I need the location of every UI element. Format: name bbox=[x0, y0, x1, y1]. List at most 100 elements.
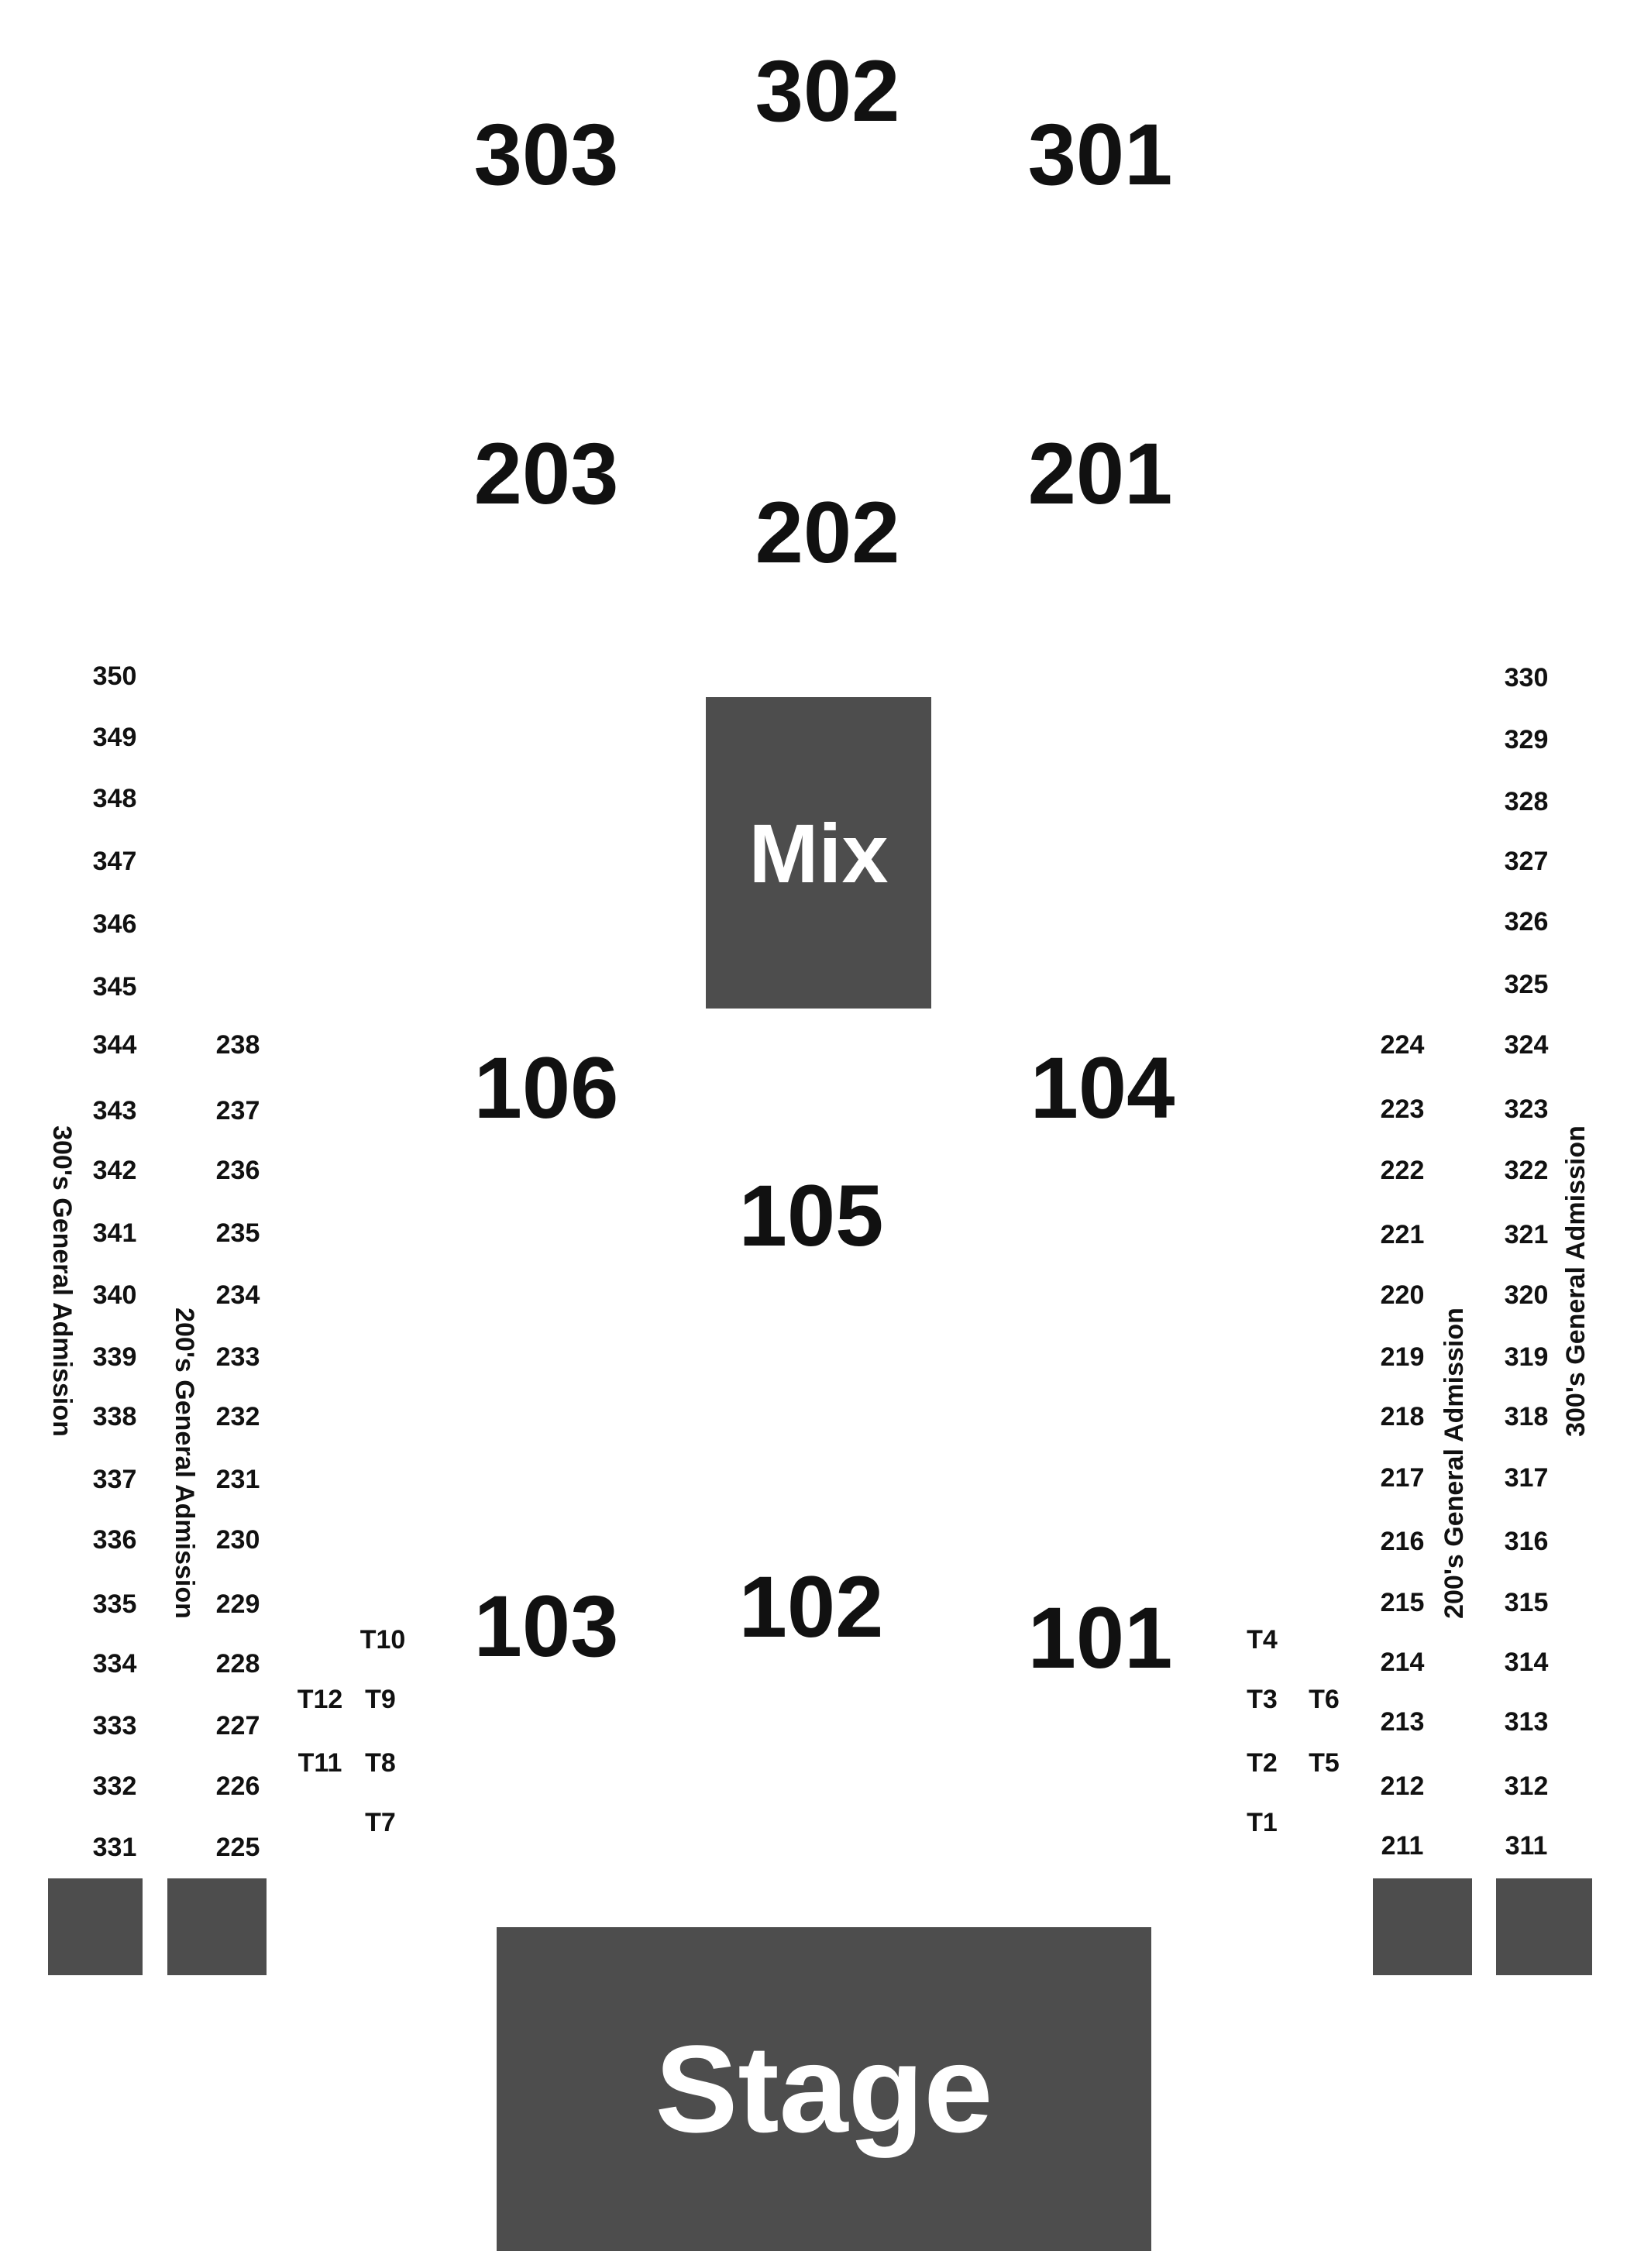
right-300-ga-block[interactable] bbox=[1496, 1878, 1592, 1975]
left-200-ga-block[interactable] bbox=[167, 1878, 267, 1975]
right-200-ga-block[interactable] bbox=[1373, 1878, 1472, 1975]
table-t2[interactable]: T2 bbox=[1247, 1748, 1278, 1778]
section-315[interactable]: 315 bbox=[1504, 1588, 1549, 1617]
mix-booth: Mix bbox=[706, 697, 931, 1009]
section-343[interactable]: 343 bbox=[92, 1096, 137, 1125]
section-231[interactable]: 231 bbox=[215, 1465, 260, 1494]
table-t1[interactable]: T1 bbox=[1247, 1808, 1278, 1837]
section-319[interactable]: 319 bbox=[1504, 1342, 1549, 1372]
section-311[interactable]: 311 bbox=[1505, 1831, 1548, 1861]
section-213[interactable]: 213 bbox=[1380, 1707, 1425, 1737]
section-329[interactable]: 329 bbox=[1504, 725, 1549, 754]
section-338[interactable]: 338 bbox=[92, 1402, 137, 1431]
section-317[interactable]: 317 bbox=[1504, 1463, 1549, 1493]
section-214[interactable]: 214 bbox=[1380, 1648, 1425, 1677]
section-344[interactable]: 344 bbox=[92, 1030, 137, 1060]
section-339[interactable]: 339 bbox=[92, 1342, 137, 1372]
table-t5[interactable]: T5 bbox=[1309, 1748, 1340, 1778]
section-322[interactable]: 322 bbox=[1504, 1156, 1549, 1185]
section-202[interactable]: 202 bbox=[755, 484, 900, 581]
section-333[interactable]: 333 bbox=[92, 1711, 137, 1741]
section-235[interactable]: 235 bbox=[215, 1218, 260, 1248]
section-342[interactable]: 342 bbox=[92, 1156, 137, 1185]
section-328[interactable]: 328 bbox=[1504, 787, 1549, 816]
section-316[interactable]: 316 bbox=[1504, 1527, 1549, 1556]
section-312[interactable]: 312 bbox=[1504, 1771, 1549, 1801]
section-223[interactable]: 223 bbox=[1380, 1094, 1425, 1124]
section-236[interactable]: 236 bbox=[215, 1156, 260, 1185]
section-331[interactable]: 331 bbox=[92, 1833, 137, 1862]
table-t9[interactable]: T9 bbox=[365, 1685, 396, 1714]
section-301[interactable]: 301 bbox=[1027, 106, 1173, 203]
section-219[interactable]: 219 bbox=[1380, 1342, 1425, 1372]
right-300-ga-label: 300's General Admission bbox=[1561, 1125, 1591, 1437]
section-349[interactable]: 349 bbox=[92, 723, 137, 752]
section-220[interactable]: 220 bbox=[1380, 1280, 1425, 1310]
section-232[interactable]: 232 bbox=[215, 1402, 260, 1431]
section-230[interactable]: 230 bbox=[215, 1525, 260, 1555]
table-t7[interactable]: T7 bbox=[365, 1808, 396, 1837]
section-103[interactable]: 103 bbox=[473, 1578, 619, 1675]
table-t3[interactable]: T3 bbox=[1247, 1685, 1278, 1714]
section-346[interactable]: 346 bbox=[92, 909, 137, 939]
section-334[interactable]: 334 bbox=[92, 1649, 137, 1679]
section-335[interactable]: 335 bbox=[92, 1589, 137, 1619]
section-216[interactable]: 216 bbox=[1380, 1527, 1425, 1556]
section-217[interactable]: 217 bbox=[1380, 1463, 1425, 1493]
section-325[interactable]: 325 bbox=[1504, 970, 1549, 999]
table-t10[interactable]: T10 bbox=[359, 1625, 406, 1655]
section-105[interactable]: 105 bbox=[738, 1167, 884, 1264]
section-215[interactable]: 215 bbox=[1380, 1588, 1425, 1617]
section-234[interactable]: 234 bbox=[215, 1280, 260, 1310]
mix-label: Mix bbox=[748, 806, 889, 900]
section-222[interactable]: 222 bbox=[1380, 1156, 1425, 1185]
table-t8[interactable]: T8 bbox=[365, 1748, 396, 1778]
section-104[interactable]: 104 bbox=[1030, 1040, 1175, 1136]
section-321[interactable]: 321 bbox=[1504, 1220, 1549, 1249]
section-341[interactable]: 341 bbox=[92, 1218, 137, 1248]
section-330[interactable]: 330 bbox=[1504, 663, 1549, 692]
section-326[interactable]: 326 bbox=[1504, 907, 1549, 936]
section-320[interactable]: 320 bbox=[1504, 1280, 1549, 1310]
table-t6[interactable]: T6 bbox=[1309, 1685, 1340, 1714]
section-348[interactable]: 348 bbox=[92, 784, 137, 813]
section-332[interactable]: 332 bbox=[92, 1771, 137, 1801]
section-101[interactable]: 101 bbox=[1027, 1589, 1173, 1686]
section-233[interactable]: 233 bbox=[215, 1342, 260, 1372]
section-303[interactable]: 303 bbox=[473, 106, 619, 203]
section-229[interactable]: 229 bbox=[215, 1589, 260, 1619]
section-314[interactable]: 314 bbox=[1504, 1648, 1549, 1677]
section-340[interactable]: 340 bbox=[92, 1280, 137, 1310]
section-324[interactable]: 324 bbox=[1504, 1030, 1549, 1060]
section-323[interactable]: 323 bbox=[1504, 1094, 1549, 1124]
section-313[interactable]: 313 bbox=[1504, 1707, 1549, 1737]
section-238[interactable]: 238 bbox=[215, 1030, 260, 1060]
left-300-ga-label: 300's General Admission bbox=[47, 1125, 77, 1437]
section-318[interactable]: 318 bbox=[1504, 1402, 1549, 1431]
section-228[interactable]: 228 bbox=[215, 1649, 260, 1679]
left-300-ga-block[interactable] bbox=[48, 1878, 143, 1975]
section-212[interactable]: 212 bbox=[1380, 1771, 1425, 1801]
table-t12[interactable]: T12 bbox=[297, 1685, 343, 1714]
section-327[interactable]: 327 bbox=[1504, 847, 1549, 876]
table-t4[interactable]: T4 bbox=[1247, 1625, 1278, 1655]
section-302[interactable]: 302 bbox=[755, 43, 900, 139]
section-211[interactable]: 211 bbox=[1381, 1831, 1424, 1861]
section-345[interactable]: 345 bbox=[92, 972, 137, 1002]
section-201[interactable]: 201 bbox=[1027, 425, 1173, 522]
section-350[interactable]: 350 bbox=[92, 662, 137, 691]
section-226[interactable]: 226 bbox=[215, 1771, 260, 1801]
table-t11[interactable]: T11 bbox=[298, 1748, 342, 1778]
section-106[interactable]: 106 bbox=[473, 1040, 619, 1136]
section-218[interactable]: 218 bbox=[1380, 1402, 1425, 1431]
section-203[interactable]: 203 bbox=[473, 425, 619, 522]
section-225[interactable]: 225 bbox=[215, 1833, 260, 1862]
section-221[interactable]: 221 bbox=[1380, 1220, 1425, 1249]
section-336[interactable]: 336 bbox=[92, 1525, 137, 1555]
section-227[interactable]: 227 bbox=[215, 1711, 260, 1741]
section-224[interactable]: 224 bbox=[1380, 1030, 1425, 1060]
section-347[interactable]: 347 bbox=[92, 847, 137, 876]
section-102[interactable]: 102 bbox=[738, 1558, 884, 1655]
section-237[interactable]: 237 bbox=[215, 1096, 260, 1125]
section-337[interactable]: 337 bbox=[92, 1465, 137, 1494]
